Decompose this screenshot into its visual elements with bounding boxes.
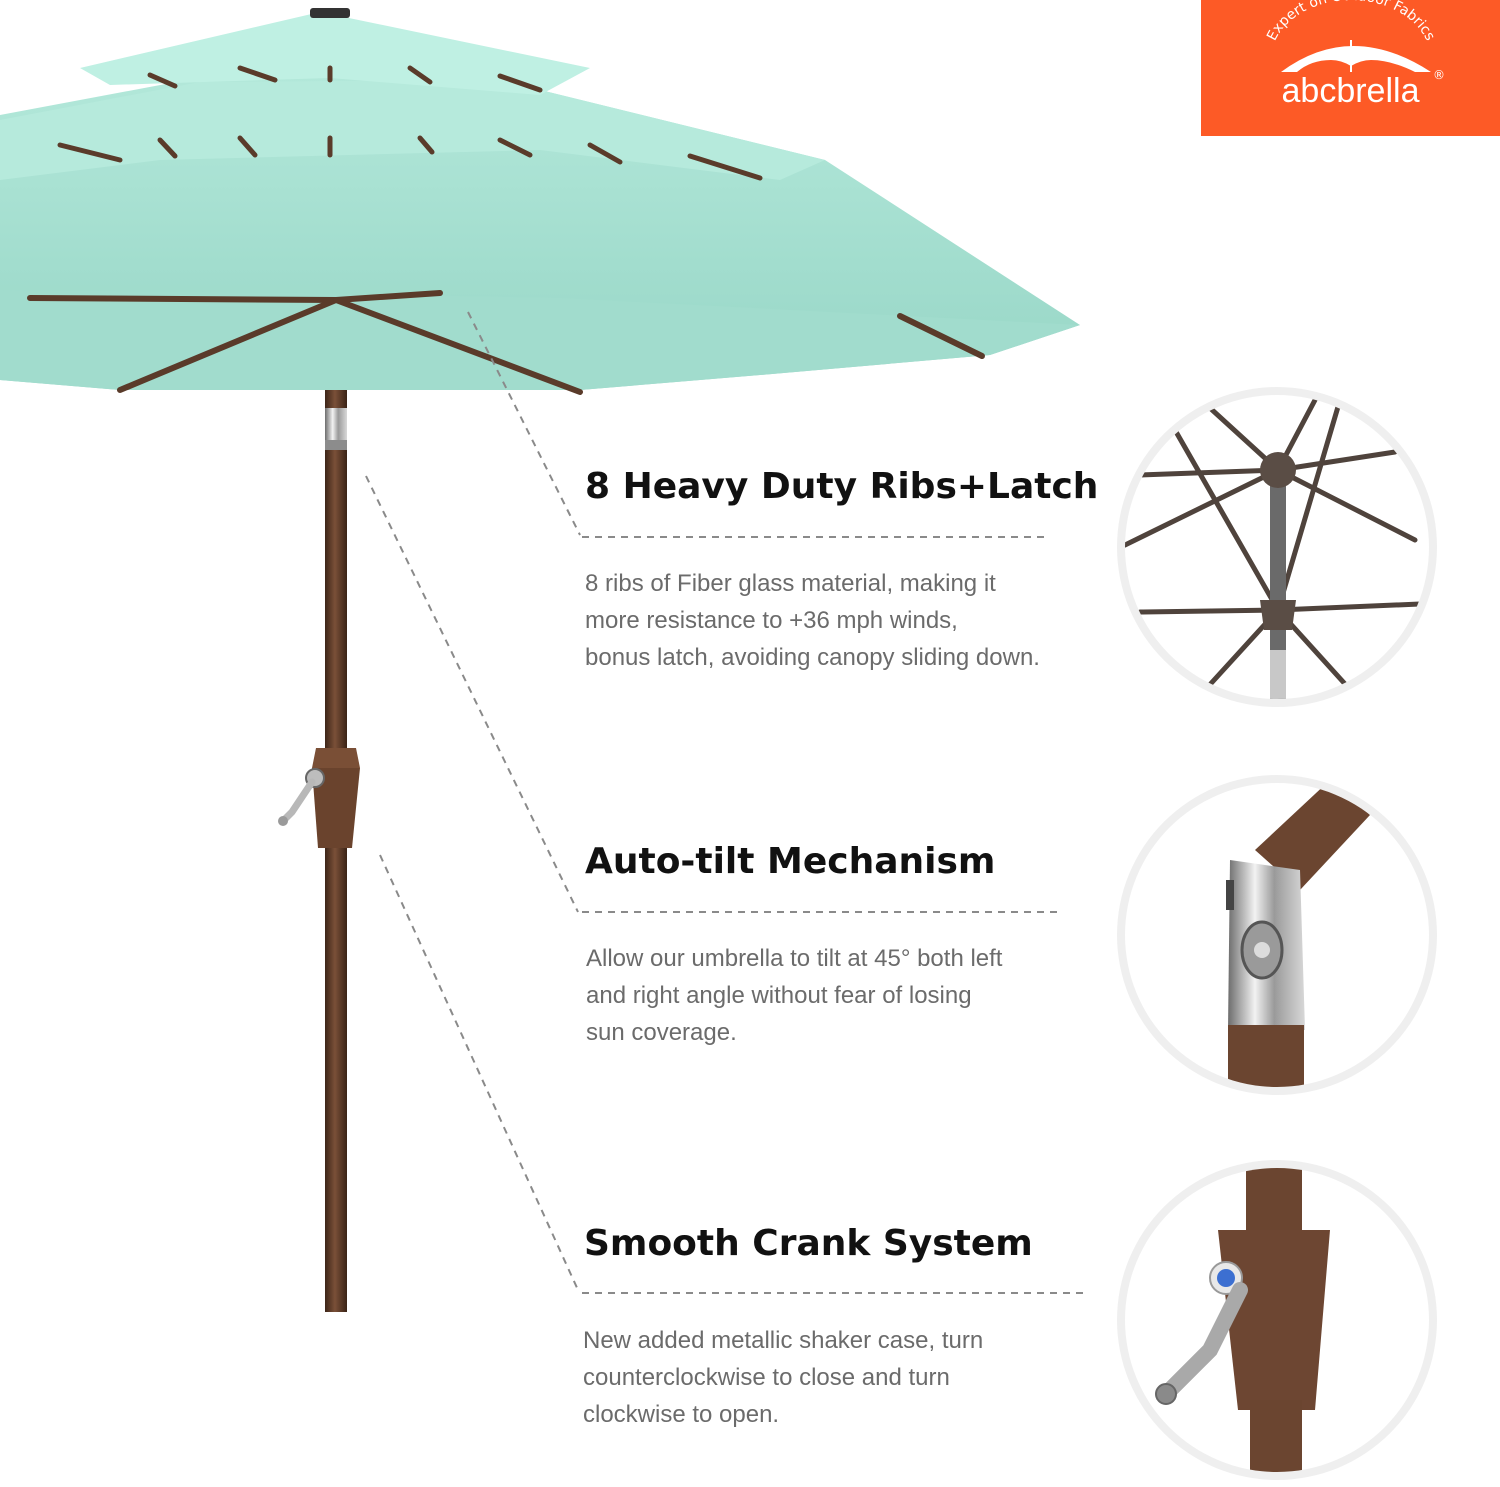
- description-line: Allow our umbrella to tilt at 45° both l…: [586, 945, 1003, 972]
- feature-tilt-description: Allow our umbrella to tilt at 45° both l…: [586, 940, 1086, 1051]
- description-line: clockwise to open.: [583, 1401, 780, 1428]
- feature-title: Auto-tilt Mechanism: [585, 841, 996, 882]
- description-line: and right angle without fear of losing: [586, 982, 972, 1009]
- brand-wordmark: abcbrella: [1281, 72, 1420, 110]
- feature-crank-description: New added metallic shaker case, turn cou…: [583, 1322, 1083, 1433]
- registered-mark: ®: [1433, 68, 1445, 82]
- crank-housing: [278, 748, 360, 848]
- umbrella-canopy: [0, 8, 1080, 395]
- feature-ribs-description: 8 ribs of Fiber glass material, making i…: [585, 565, 1085, 676]
- umbrella-logo-icon: [1281, 46, 1431, 72]
- feature-ribs: 8 Heavy Duty Ribs+Latch: [585, 466, 1099, 507]
- description-line: counterclockwise to close and turn: [583, 1364, 950, 1391]
- description-line: more resistance to +36 mph winds,: [585, 607, 958, 634]
- feature-title: Smooth Crank System: [584, 1223, 1033, 1264]
- feature-crank: Smooth Crank System: [584, 1223, 1084, 1264]
- description-line: 8 ribs of Fiber glass material, making i…: [585, 570, 996, 597]
- brand-logo: Expert on Outdoor Fabrics abcbrella ®: [1201, 0, 1500, 136]
- tilt-joint-icon: [1117, 775, 1437, 1095]
- crank-handle-icon: [1117, 1160, 1437, 1480]
- feature-tilt: Auto-tilt Mechanism: [585, 841, 1085, 882]
- leader-lines: [365, 311, 1085, 1294]
- feature-title: 8 Heavy Duty Ribs+Latch: [585, 466, 1099, 507]
- umbrella-ribs-icon: [1117, 387, 1437, 707]
- description-line: New added metallic shaker case, turn: [583, 1327, 984, 1354]
- description-line: sun coverage.: [586, 1019, 737, 1046]
- description-line: bonus latch, avoiding canopy sliding dow…: [585, 644, 1040, 671]
